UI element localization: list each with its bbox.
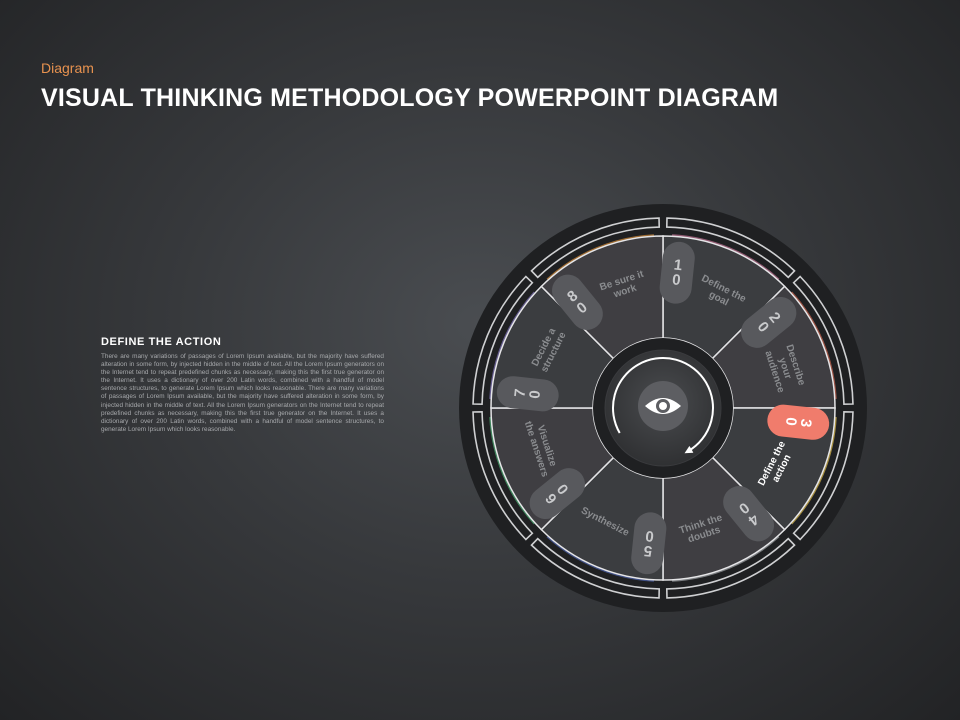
- category-label: Diagram: [41, 60, 94, 76]
- eye-icon: [645, 398, 681, 414]
- segment-number-digit: 5: [643, 542, 653, 560]
- segment-number-digit: 0: [526, 390, 544, 400]
- page-title: VISUAL THINKING METHODOLOGY POWERPOINT D…: [41, 84, 779, 112]
- segment-number-digit: 0: [782, 416, 800, 426]
- segment-number-digit: 3: [797, 418, 815, 428]
- segment-number-digit: 7: [511, 388, 529, 398]
- description-block: DEFINE THE ACTION There are many variati…: [101, 336, 384, 434]
- cycle-arrow: [612, 357, 714, 454]
- segment-number-pill-05[interactable]: 05: [630, 511, 668, 576]
- segment-number-pill-06[interactable]: 06: [523, 462, 591, 526]
- ring-segment-01: [665, 217, 796, 279]
- segment-number-pill-08[interactable]: 08: [545, 268, 609, 336]
- description-text: There are many variations of passages of…: [101, 353, 384, 433]
- segment-number-pill-07[interactable]: 07: [495, 375, 560, 413]
- description-heading: DEFINE THE ACTION: [101, 336, 222, 348]
- segment-number-pill-01[interactable]: 01: [658, 240, 696, 305]
- wheel-hub: [593, 338, 733, 478]
- ring-segment-08: [530, 217, 661, 279]
- ring-segment-05: [530, 537, 661, 599]
- segment-number-digit: 1: [673, 256, 683, 274]
- segment-number-digit: 0: [671, 271, 681, 289]
- ring-segment-02: [792, 275, 854, 406]
- ring-segment-07: [472, 275, 534, 406]
- segment-number-pill-04[interactable]: 04: [717, 480, 781, 548]
- ring-segment-04: [665, 537, 796, 599]
- segment-number-pill-02[interactable]: 02: [735, 290, 803, 354]
- segment-number-digit: 0: [645, 527, 655, 545]
- outer-ring: [472, 217, 854, 599]
- wheel-segments: [489, 234, 837, 582]
- ring-segment-06: [472, 410, 534, 541]
- segment-number-pill-03[interactable]: 03: [766, 403, 831, 441]
- ring-segment-03: [792, 410, 854, 541]
